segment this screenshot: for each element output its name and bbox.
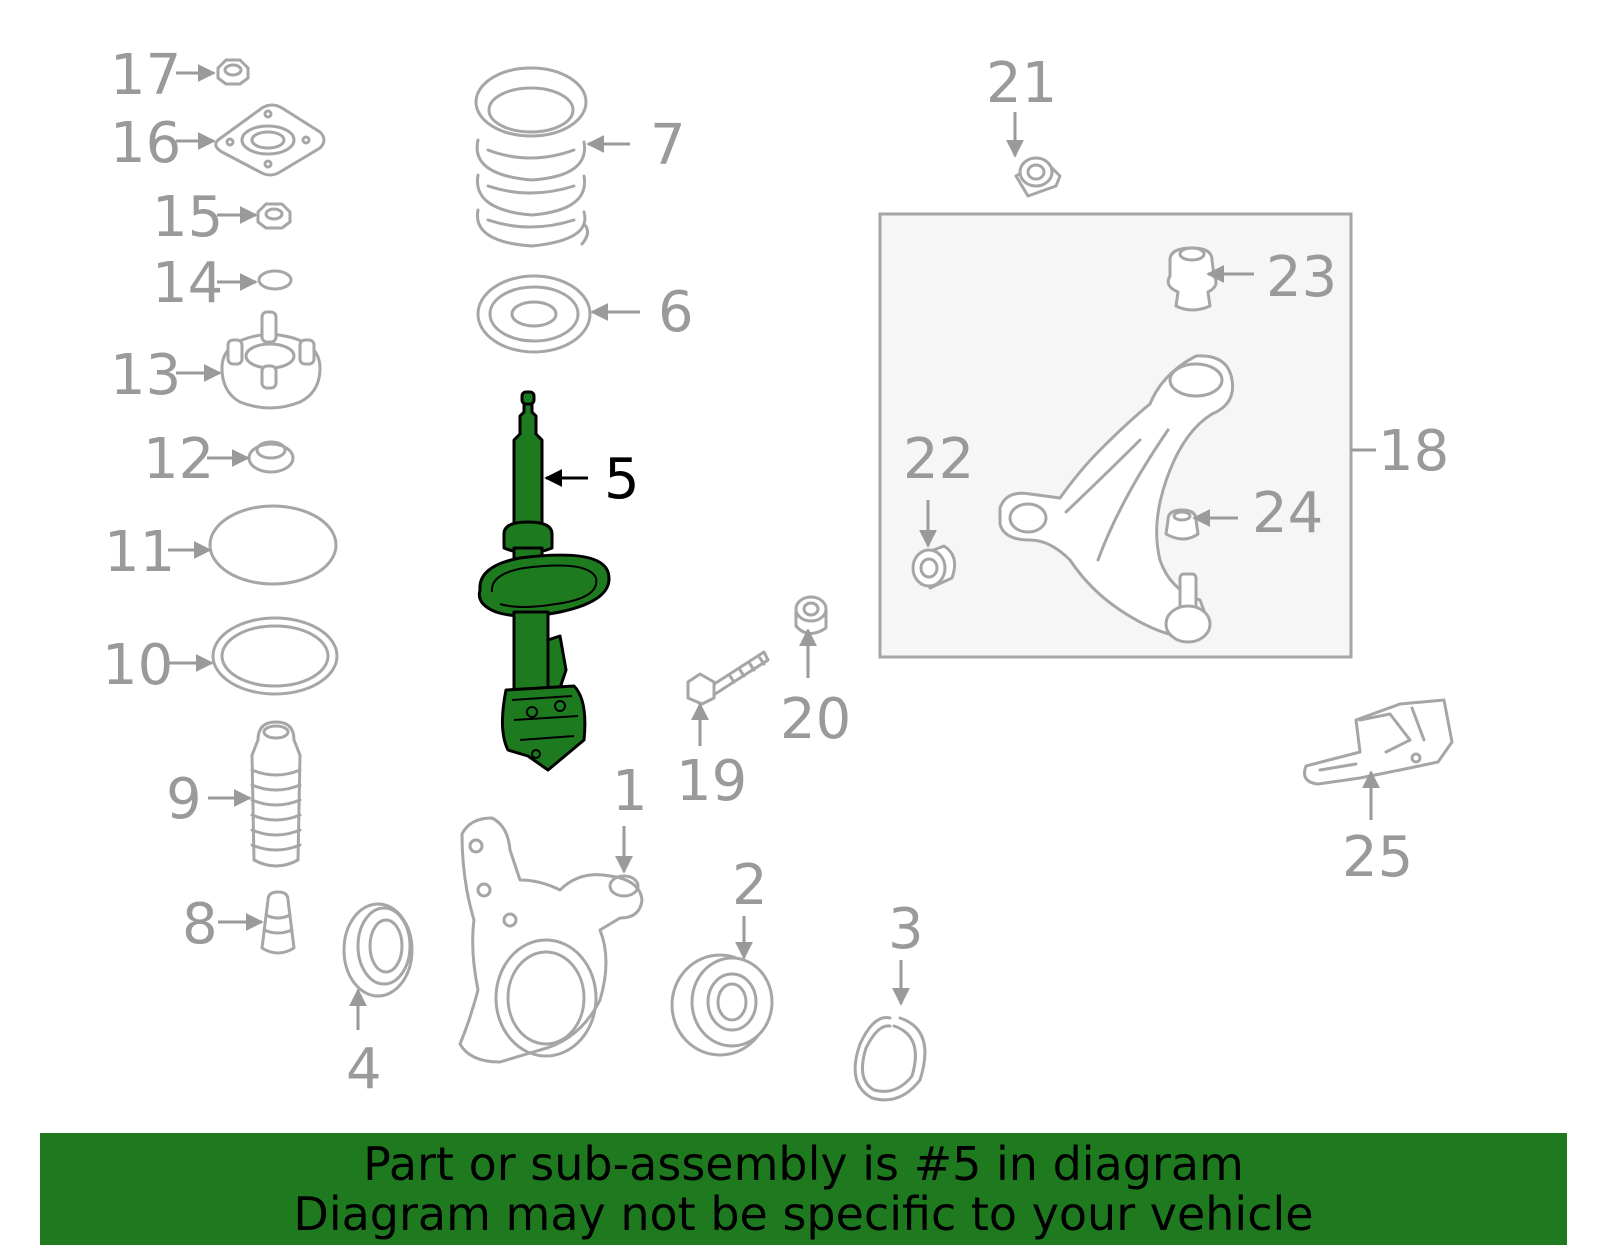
callout-11: 11 (104, 520, 175, 585)
part-21-nut[interactable] (1014, 156, 1062, 198)
part-23-bushing[interactable] (1166, 246, 1218, 312)
callout-23: 23 (1266, 245, 1337, 310)
leader-arrows (168, 64, 1380, 1030)
callout-1: 1 (612, 759, 648, 824)
callout-labels: 17 16 15 14 13 12 11 10 9 8 7 6 5 1 2 3 … (102, 43, 1449, 1102)
callout-6: 6 (658, 280, 694, 345)
part-8-bump-stop[interactable] (260, 890, 296, 955)
part-22-bushing[interactable] (911, 544, 957, 590)
part-16-mount-plate[interactable] (214, 103, 326, 177)
part-1-steering-knuckle[interactable] (458, 816, 644, 1064)
part-3-snap-ring[interactable] (853, 1016, 927, 1102)
part-24-bushing[interactable] (1164, 508, 1200, 541)
callout-22: 22 (903, 427, 974, 492)
banner-line-2: Diagram may not be specific to your vehi… (293, 1187, 1314, 1241)
part-13-upper-mount[interactable] (220, 310, 322, 410)
part-25-bracket[interactable] (1303, 698, 1454, 786)
part-19-bolt[interactable] (686, 650, 770, 706)
part-2-wheel-bearing[interactable] (670, 953, 774, 1057)
part-11-insulator-ring[interactable] (208, 504, 338, 586)
part-7-coil-spring[interactable] (474, 66, 589, 248)
callout-24: 24 (1252, 481, 1323, 546)
callout-7: 7 (650, 113, 686, 178)
part-9-boot[interactable] (250, 720, 302, 868)
part-20-bushing[interactable] (794, 595, 828, 635)
callout-25: 25 (1342, 825, 1413, 890)
callout-16: 16 (110, 111, 181, 176)
callout-18: 18 (1378, 419, 1449, 484)
callout-9: 9 (166, 767, 202, 832)
part-14-ring[interactable] (257, 269, 293, 291)
part-18-control-arm[interactable] (998, 354, 1235, 644)
callout-14: 14 (152, 251, 223, 316)
footer-banner: Part or sub-assembly is #5 in diagram Di… (40, 1133, 1567, 1245)
footer-banner-background (40, 1133, 1567, 1245)
part-10-insulator-ring[interactable] (211, 616, 339, 696)
callout-12: 12 (143, 427, 214, 492)
callout-2: 2 (732, 853, 768, 918)
part-12-bump-cap[interactable] (247, 440, 295, 474)
callout-19: 19 (676, 749, 747, 814)
callout-5: 5 (604, 447, 640, 512)
callout-4: 4 (346, 1037, 382, 1102)
callout-17: 17 (110, 43, 181, 108)
banner-line-1: Part or sub-assembly is #5 in diagram (363, 1137, 1244, 1191)
callout-13: 13 (110, 343, 181, 408)
callout-8: 8 (182, 892, 218, 957)
part-17-nut[interactable] (216, 58, 250, 86)
part-6-spring-seat[interactable] (476, 274, 592, 354)
part-4-dust-shield[interactable] (342, 902, 414, 998)
callout-15: 15 (152, 185, 223, 250)
callout-21: 21 (986, 51, 1057, 116)
callout-20: 20 (780, 687, 851, 752)
part-15-nut[interactable] (256, 202, 292, 230)
callout-10: 10 (102, 633, 173, 698)
part-5-strut-assembly[interactable] (477, 390, 611, 772)
callout-3: 3 (888, 897, 924, 962)
